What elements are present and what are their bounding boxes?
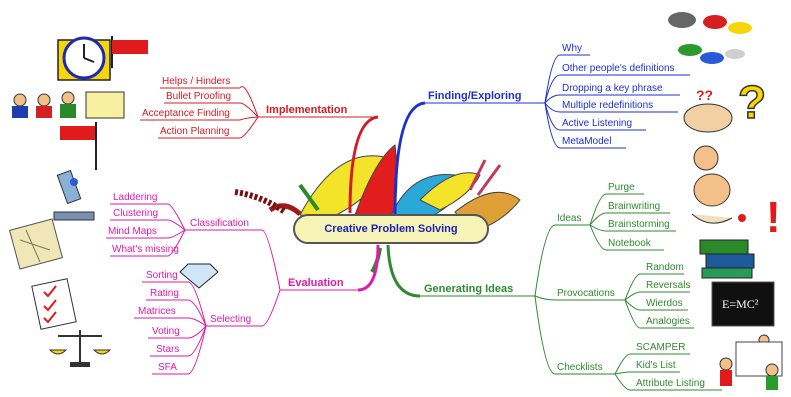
evaluation-classification[interactable]: Classification [190, 218, 249, 229]
microscope-icon [53, 169, 95, 221]
checklists-item[interactable]: SCAMPER [636, 342, 686, 353]
selecting-item[interactable]: Voting [152, 326, 180, 337]
selecting-item[interactable]: Matrices [138, 306, 176, 317]
branch-finding-exploring[interactable]: Finding/Exploring [428, 90, 522, 102]
selecting-item[interactable]: Stars [156, 344, 180, 355]
checklist-icon [31, 278, 77, 330]
center-node[interactable]: Creative Problem Solving [293, 214, 489, 244]
books-icon [699, 239, 755, 279]
provocations-item[interactable]: Wierdos [646, 298, 683, 309]
checklists-item[interactable]: Kid's List [636, 360, 676, 371]
selecting-item[interactable]: Sorting [146, 270, 178, 281]
branch-generating-lines [386, 193, 722, 391]
generating-ideas-subbranch[interactable]: Ideas [557, 213, 582, 224]
implementation-item[interactable]: Action Planning [160, 126, 230, 137]
formula-text: E=MC² [722, 297, 759, 311]
audience-icon [12, 91, 125, 119]
finding-item[interactable]: Active Listening [562, 118, 633, 129]
finding-item[interactable]: MetaModel [562, 136, 612, 147]
scales-icon [48, 330, 112, 367]
kids-icon [719, 341, 783, 390]
finding-item[interactable]: Why [562, 43, 582, 54]
selecting-item[interactable]: Rating [150, 288, 179, 299]
audience-hands-icon [683, 103, 733, 133]
svg-text:?: ? [738, 76, 766, 128]
start-flag-icon [60, 122, 97, 170]
provocations-item[interactable]: Random [646, 262, 684, 273]
branch-implementation-lines [140, 86, 379, 214]
finding-item[interactable]: Multiple redefinitions [562, 100, 654, 111]
stopwatch-icon [57, 36, 111, 81]
finding-item[interactable]: Dropping a key phrase [562, 83, 663, 94]
branch-evaluation[interactable]: Evaluation [288, 277, 344, 289]
classification-item[interactable]: Laddering [113, 192, 158, 203]
classification-item[interactable]: What's missing [112, 244, 179, 255]
evaluation-selecting[interactable]: Selecting [210, 314, 252, 325]
ideas-item[interactable]: Purge [608, 182, 635, 193]
svg-text:??: ?? [696, 87, 713, 103]
generating-checklists[interactable]: Checklists [557, 362, 603, 373]
classification-item[interactable]: Clustering [113, 208, 159, 219]
question-mark-icon: ? ?? [696, 75, 767, 129]
chalkboard-icon: E=MC² [711, 281, 775, 346]
branch-finding-lines [393, 54, 690, 216]
branch-generating-ideas[interactable]: Generating Ideas [424, 283, 514, 295]
ideas-item[interactable]: Brainstorming [608, 219, 670, 230]
provocations-item[interactable]: Reversals [646, 280, 691, 291]
checklists-item[interactable]: Attribute Listing [636, 378, 705, 389]
finding-item[interactable]: Other people's definitions [562, 63, 675, 74]
branch-implementation[interactable]: Implementation [266, 104, 348, 116]
ideas-item[interactable]: Brainwriting [608, 201, 661, 212]
implementation-item[interactable]: Helps / Hinders [162, 76, 231, 87]
classification-item[interactable]: Mind Maps [108, 226, 157, 237]
diamond-icon [179, 263, 219, 289]
branch-evaluation-lines [106, 203, 380, 375]
svg-text:!: ! [766, 193, 781, 242]
generating-provocations[interactable]: Provocations [557, 288, 615, 299]
hats-icon [668, 12, 752, 64]
exclamation-icon: ! [766, 193, 781, 242]
implementation-item[interactable]: Acceptance Finding [142, 108, 230, 119]
provocations-item[interactable]: Analogies [646, 316, 690, 327]
selecting-item[interactable]: SFA [158, 362, 177, 373]
implementation-item[interactable]: Bullet Proofing [166, 91, 232, 102]
map-icon [8, 218, 64, 270]
finish-flag-icon [111, 36, 148, 68]
ideas-item[interactable]: Notebook [608, 238, 651, 249]
baby-icon [691, 145, 746, 224]
